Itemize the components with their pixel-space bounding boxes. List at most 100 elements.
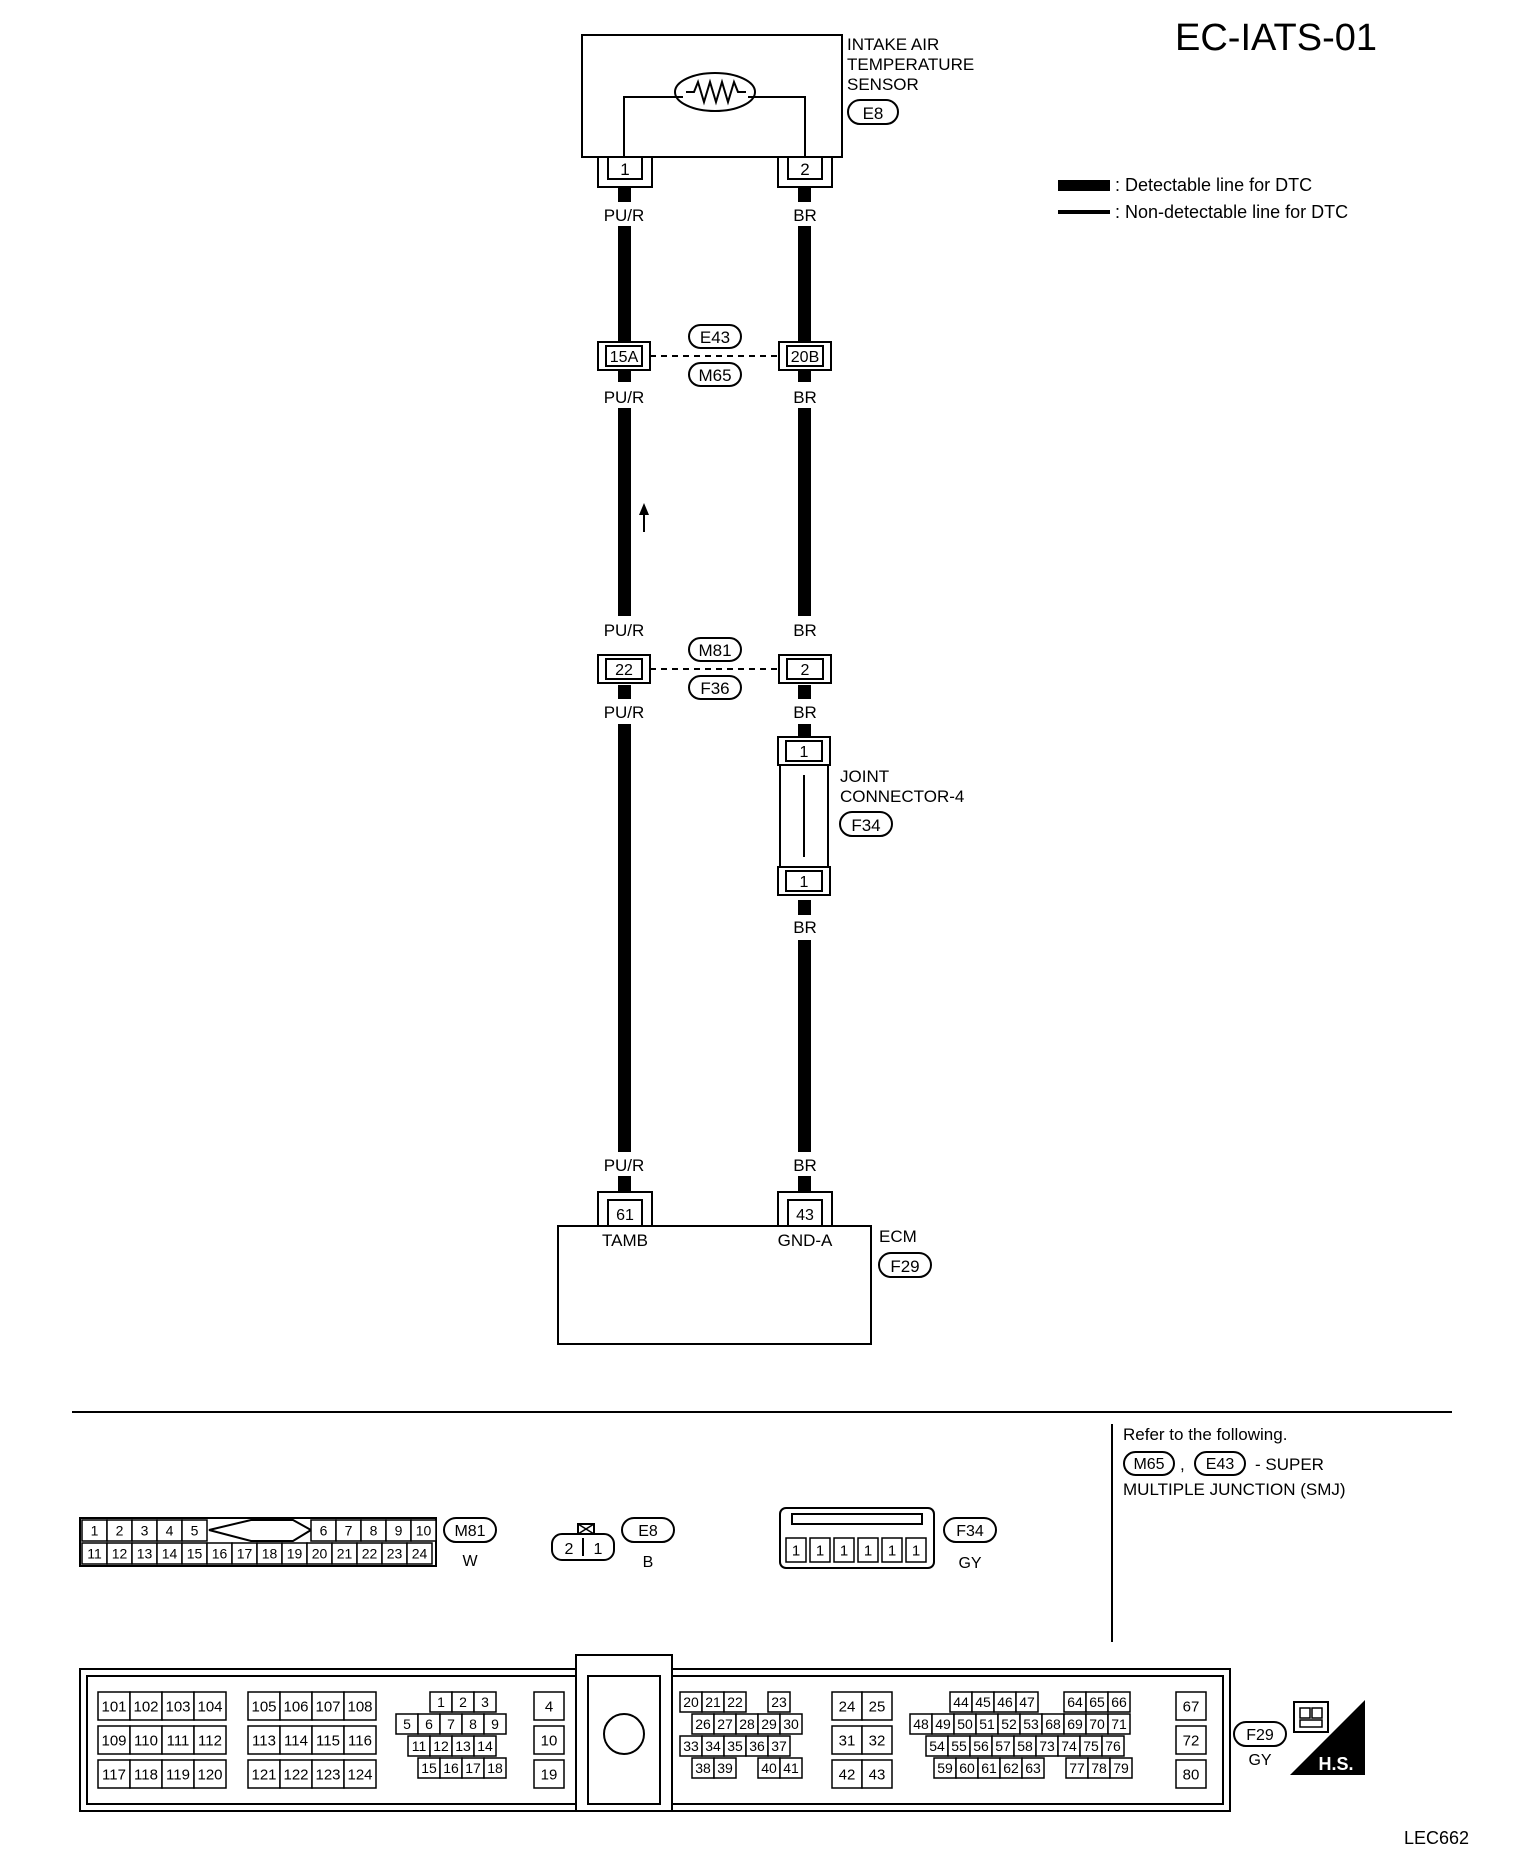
f29-view-id: F29 [1246,1727,1274,1744]
connector-15a-pin: 15A [610,349,639,366]
m81-pin: 22 [362,1546,378,1562]
f29-pin: 43 [869,1766,886,1783]
joint-pin-bottom: 1 [800,874,809,891]
connector-22-pin: 22 [615,662,633,679]
f29-pin: 116 [348,1732,372,1749]
f29-pin-cell [1175,1691,1207,1721]
m81-pin: 17 [237,1546,253,1562]
m81-color: W [462,1553,478,1570]
f29-pin: 30 [783,1716,799,1732]
connector-f36-id: F36 [700,679,729,698]
f29-pin-cell [311,1759,345,1789]
f29-pin-cell [1107,1691,1131,1713]
f29-pin: 80 [1183,1766,1200,1783]
f29-pin: 34 [705,1738,721,1754]
ecm-terminal-tamb: TAMB [602,1231,648,1250]
ecm-pin-61: 61 [616,1207,634,1224]
f29-pin-cell [767,1735,791,1757]
f34-pin-cell [905,1537,927,1563]
e8-pin-2: 2 [565,1541,574,1558]
f29-pin: 10 [541,1732,558,1749]
wire-color-left-6: PU/R [604,1156,645,1175]
e8-badge [621,1517,675,1543]
f29-pin: 45 [975,1694,991,1710]
f29-pin: 112 [198,1732,222,1749]
f29-pin-cell [247,1691,281,1721]
f29-pin: 104 [197,1698,222,1715]
f29-pin: 33 [683,1738,699,1754]
reference-separator: , [1180,1455,1185,1474]
f29-pin: 119 [166,1766,190,1783]
f29-badge [1233,1721,1287,1747]
connector-2-pin: 2 [801,662,810,679]
connector-m65-badge [688,362,742,387]
f29-pin: 51 [979,1716,995,1732]
m81-pin: 10 [416,1523,432,1539]
f29-pin: 15 [421,1760,437,1776]
f34-pin-cell [833,1537,855,1563]
f29-pin-cell [1175,1759,1207,1789]
f29-pin: 71 [1111,1716,1127,1732]
f29-pin-cell [861,1725,893,1755]
f29-pin: 106 [283,1698,308,1715]
m81-pin: 4 [166,1523,174,1539]
f29-pin: 60 [959,1760,975,1776]
ecm-pin-43: 43 [796,1207,814,1224]
f29-pin-cell [473,1735,497,1757]
connector-f36-badge [688,675,742,700]
ecm-box [557,1225,872,1345]
connector-e43-id: E43 [700,328,730,347]
m81-pin-cell [406,1542,433,1565]
f29-pin-cell [533,1691,565,1721]
f29-pin-cell [533,1725,565,1755]
sensor-name-line2: TEMPERATURE [847,55,974,74]
f34-pin-cell [785,1537,807,1563]
f29-pin-cell [161,1725,195,1755]
f29-pin-cell [779,1757,803,1779]
ecm-terminal-gnd-a: GND-A [778,1231,833,1250]
f29-pin: 29 [761,1716,777,1732]
f29-pin: 109 [101,1732,126,1749]
f29-pin: 75 [1083,1738,1099,1754]
m81-pin-cell [181,1519,208,1542]
f29-pin: 108 [347,1698,372,1715]
f29-pin: 37 [771,1738,787,1754]
f29-pin: 65 [1089,1694,1105,1710]
f29-pin: 70 [1089,1716,1105,1732]
f29-pin: 5 [403,1716,411,1732]
diagram-id: EC-IATS-01 [1175,17,1377,59]
f29-pin-cell [1021,1757,1045,1779]
ecm-connector-badge [878,1252,932,1278]
f29-pin: 40 [761,1760,777,1776]
f34-pin-cell [881,1537,903,1563]
f29-pin-cell [129,1691,163,1721]
f34-badge [943,1517,997,1543]
f29-pin-cell [1015,1691,1039,1713]
f29-pin-cell [779,1713,803,1735]
f29-pin: 74 [1061,1738,1077,1754]
f29-pin-cell [97,1759,131,1789]
f29-pin-cell [97,1725,131,1755]
reference-m65-badge [1123,1451,1175,1476]
connector-m81-badge [688,637,742,662]
f29-pin: 117 [102,1766,126,1783]
f29-pin: 57 [995,1738,1011,1754]
f29-pin: 102 [133,1698,158,1715]
f29-pin-cell [279,1725,313,1755]
joint-pin-top: 1 [800,744,809,761]
f29-pin: 36 [749,1738,765,1754]
f29-pin-cell [129,1759,163,1789]
f29-pin: 55 [951,1738,967,1754]
wire-color-right-5: BR [793,918,817,937]
f29-pin: 7 [447,1716,455,1732]
reference-line2: - SUPER [1255,1455,1324,1474]
f29-pin: 39 [717,1760,733,1776]
connector-20b-pin: 20B [791,349,819,366]
joint-name-line1: JOINT [840,767,889,786]
sensor-name-line3: SENSOR [847,75,919,94]
f29-pin: 113 [252,1732,276,1749]
f29-pin: 122 [283,1766,308,1783]
